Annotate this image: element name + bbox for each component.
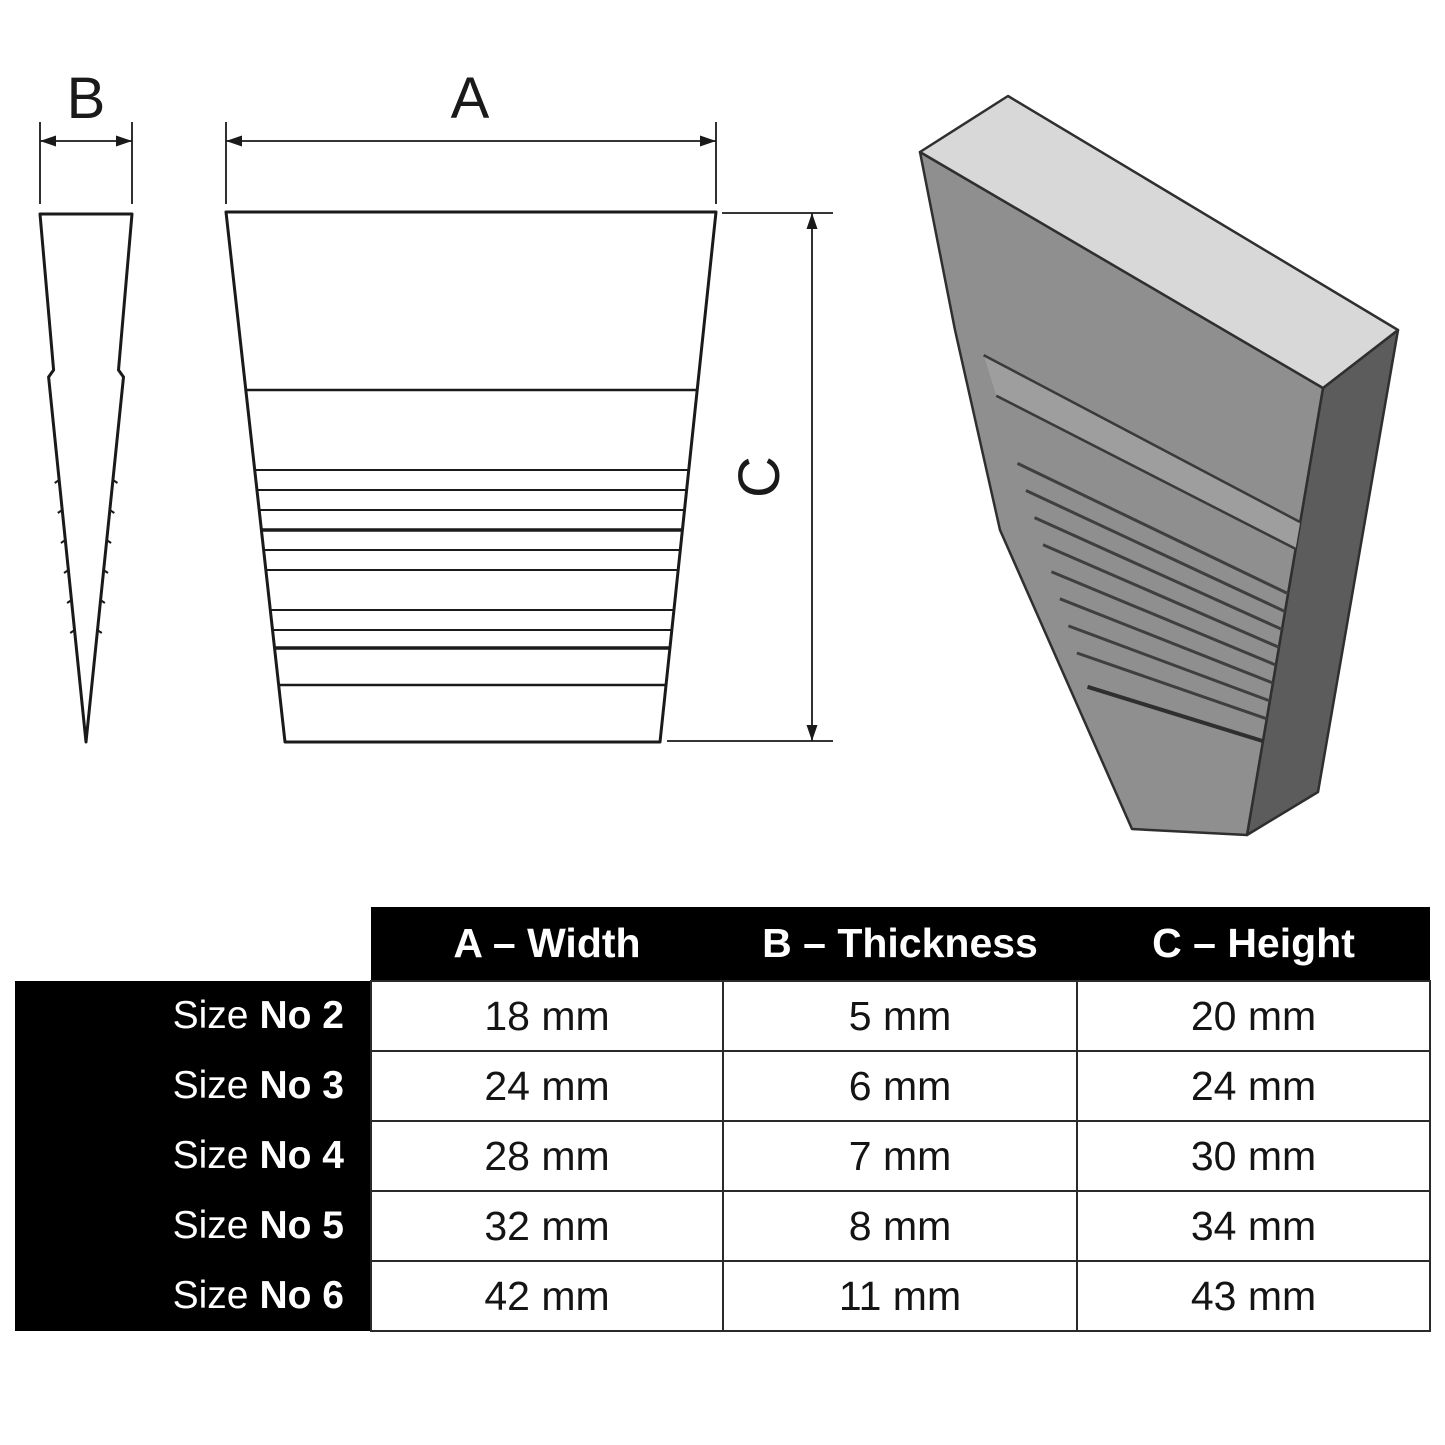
table-corner [15,907,371,981]
cell-height: 20 mm [1076,980,1431,1052]
cell-height: 34 mm [1076,1190,1431,1262]
dimension-c: C [667,212,833,742]
dimension-c-arrow-top [806,213,818,229]
side-view-serrations-right [96,479,119,634]
col-header-width: A – Width [371,907,723,981]
side-view-drawing [38,212,134,744]
front-view-drawing [224,210,718,744]
cell-width: 18 mm [370,980,724,1052]
cell-width: 28 mm [370,1120,724,1192]
dimension-a: A [225,66,717,204]
dimension-b-lines [39,122,133,204]
dim-c-label: C [727,456,792,498]
cell-height: 43 mm [1076,1260,1431,1332]
dimension-c-arrow-bottom [806,725,818,741]
cell-height: 24 mm [1076,1050,1431,1122]
dimension-a-lines [225,122,717,204]
dimension-a-arrow-right [700,135,716,147]
wedge-ridge-lines [983,353,1301,551]
wedge-groove-lines [1016,462,1289,721]
dimension-b-arrow-right [116,135,132,147]
cell-thickness: 8 mm [722,1190,1078,1262]
dimension-c-lines [667,212,833,742]
row-label-size: Size [172,994,249,1037]
cell-thickness: 5 mm [722,980,1078,1052]
front-view-groove-lines-thick [261,528,683,650]
wedge-lower-edge-line [1086,684,1264,744]
cell-width: 24 mm [370,1050,724,1122]
dimension-a-arrow-left [226,135,242,147]
cell-thickness: 6 mm [722,1050,1078,1122]
row-label-no: No 4 [259,1134,344,1177]
row-label-no: No 3 [259,1064,344,1107]
side-view-outline [38,212,134,744]
table-header-row: A – Width B – Thickness C – Height [15,907,1430,981]
row-label-no: No 6 [259,1274,344,1317]
cell-thickness: 11 mm [722,1260,1078,1332]
wedge-ridge-band [983,355,1301,549]
front-view-groove-lines [254,469,689,631]
technical-drawing: B A C [38,66,1400,837]
col-header-height: C – Height [1077,907,1430,981]
col-header-thickness: B – Thickness [723,907,1077,981]
wedge-top-face [918,94,1400,390]
dim-a-label: A [451,66,490,131]
cell-width: 42 mm [370,1260,724,1332]
row-label-no: No 5 [259,1204,344,1247]
dimension-b-arrow-left [40,135,56,147]
row-label-size: Size [172,1064,249,1107]
row-label-size: Size [172,1274,249,1317]
cell-height: 30 mm [1076,1120,1431,1192]
wedge-3d-view [918,94,1400,837]
front-view-outline [224,210,718,744]
side-view-serrations-left [54,479,76,634]
cell-thickness: 7 mm [722,1120,1078,1192]
row-label-size: Size [172,1134,249,1177]
row-label-size: Size [172,1204,249,1247]
row-label-no: No 2 [259,994,344,1037]
dimension-b: B [39,66,133,204]
dim-b-label: B [67,66,106,131]
cell-width: 32 mm [370,1190,724,1262]
